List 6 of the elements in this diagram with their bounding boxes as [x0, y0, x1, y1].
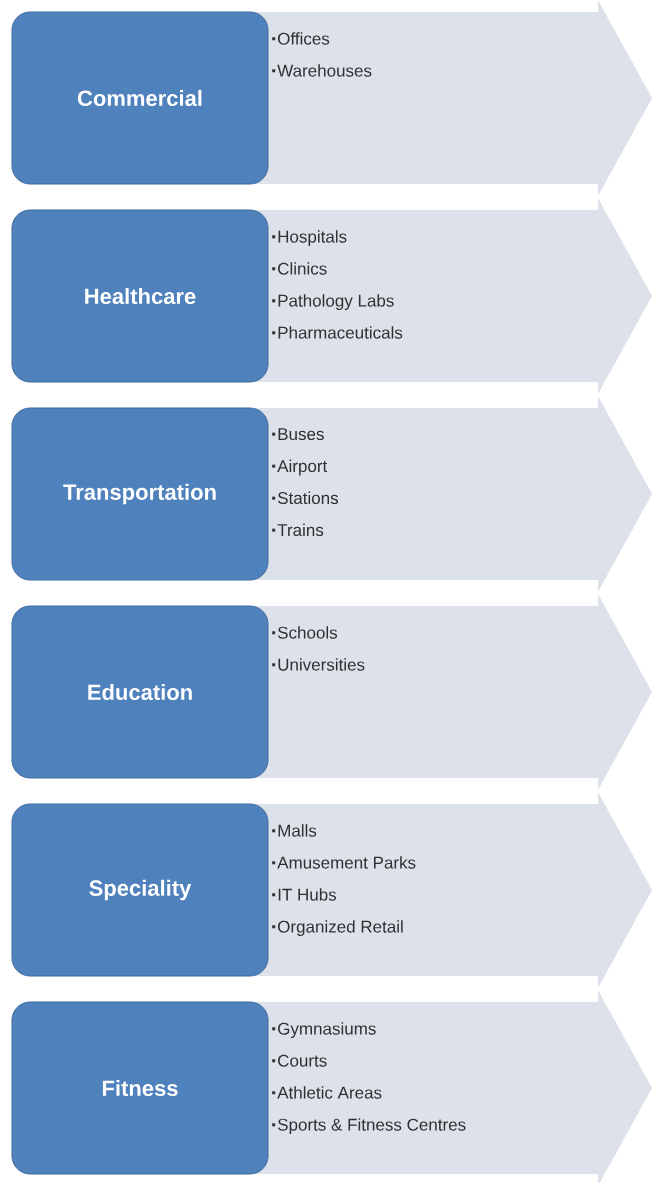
category-box: Healthcare: [11, 209, 269, 383]
category-box: Transportation: [11, 407, 269, 581]
category-box: Commercial: [11, 11, 269, 185]
category-box: Fitness: [11, 1001, 269, 1175]
category-box: Speciality: [11, 803, 269, 977]
category-box: Education: [11, 605, 269, 779]
